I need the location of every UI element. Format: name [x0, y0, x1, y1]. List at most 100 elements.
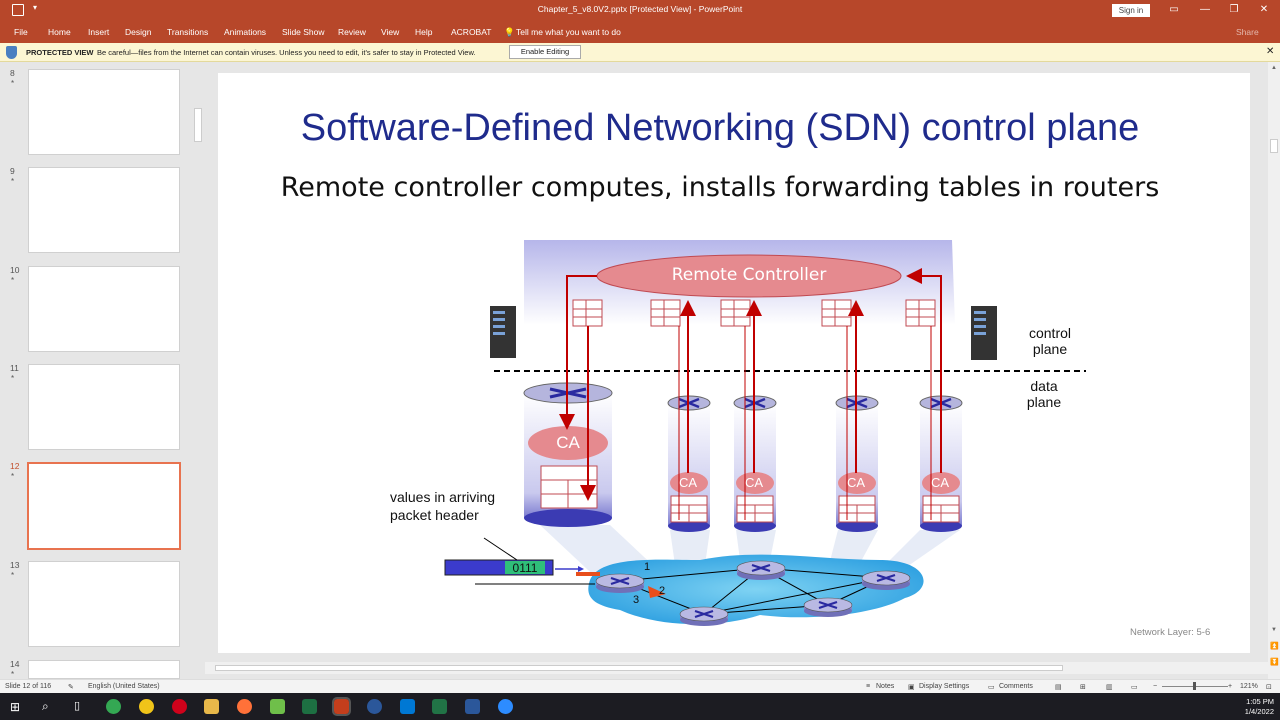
app-icon[interactable] — [400, 699, 415, 714]
arriving-line: packet header — [390, 507, 479, 523]
slide-sorter-icon[interactable]: ⊞ — [1080, 684, 1086, 691]
reading-view-icon[interactable]: ▥ — [1106, 684, 1113, 691]
data-plane-line: data — [1030, 378, 1058, 394]
port-label: 3 — [633, 594, 640, 606]
ribbon-display-options-icon[interactable]: ▭ — [1169, 4, 1179, 15]
excel-icon[interactable] — [432, 699, 447, 714]
clock-time: 1:05 PM — [1246, 697, 1274, 706]
tab-slide-show[interactable]: Slide Show — [282, 27, 325, 37]
tab-home[interactable]: Home — [48, 27, 71, 37]
app-icon[interactable] — [367, 699, 382, 714]
customize-qat-icon[interactable]: ▾ — [33, 3, 38, 12]
file-explorer-icon[interactable] — [204, 699, 219, 714]
taskbar: ⊞ ⌕ ▯ 1:05 PM 1/4/2022 — [0, 693, 1280, 720]
slide-thumbnail-active[interactable] — [27, 462, 181, 550]
sign-in-button[interactable]: Sign in — [1112, 4, 1150, 17]
restore-icon[interactable]: ❐ — [1229, 4, 1239, 15]
thumbnail-scrollbar[interactable] — [192, 62, 204, 679]
previous-slide-icon[interactable]: ⏫ — [1270, 643, 1279, 650]
slide-thumbnail[interactable] — [28, 660, 180, 679]
notes-icon: ≡ — [866, 683, 871, 690]
windows-start-icon[interactable]: ⊞ — [10, 700, 21, 714]
search-icon[interactable]: ⌕ — [42, 699, 49, 713]
slide-footer: Network Layer: 5-6 — [1130, 627, 1211, 638]
slide-thumbnail[interactable] — [28, 561, 180, 647]
thumb-number: 10 — [10, 265, 20, 275]
spelling-icon[interactable]: ✎ — [68, 684, 74, 691]
tell-me-search[interactable]: Tell me what you want to do — [516, 27, 621, 37]
zoom-in-icon[interactable]: + — [1228, 683, 1233, 690]
close-window-icon[interactable]: ✕ — [1259, 4, 1269, 15]
slide-thumbnail[interactable] — [28, 266, 180, 352]
tab-animations[interactable]: Animations — [224, 27, 267, 37]
opera-icon[interactable] — [172, 699, 187, 714]
scroll-thumb[interactable] — [1270, 139, 1278, 153]
protected-view-message: Be careful—files from the Internet can c… — [97, 48, 476, 57]
animation-star-icon: * — [11, 571, 15, 580]
powerpoint-icon[interactable] — [332, 697, 351, 716]
share-button[interactable]: Share — [1236, 27, 1259, 37]
control-plane-line: control — [1028, 325, 1072, 341]
slide-title: Software-Defined Networking (SDN) contro… — [300, 107, 1140, 149]
next-slide-icon[interactable]: ⏬ — [1270, 659, 1279, 666]
slide-thumbnail-pane: 8 * 9 * 10 * 11 * 12 * 13 * 14 * — [0, 62, 205, 679]
tab-transitions[interactable]: Transitions — [167, 27, 209, 37]
animation-star-icon: * — [11, 670, 15, 679]
tab-review[interactable]: Review — [338, 27, 366, 37]
enable-editing-button[interactable]: Enable Editing — [509, 45, 581, 59]
save-icon[interactable] — [12, 4, 24, 16]
network-router-icon — [861, 570, 911, 590]
protected-view-label: PROTECTED VIEW — [26, 48, 94, 57]
tab-design[interactable]: Design — [125, 27, 152, 37]
tab-insert[interactable]: Insert — [88, 27, 110, 37]
port-label: 2 — [659, 585, 666, 597]
animation-star-icon: * — [11, 79, 15, 88]
chrome-icon[interactable] — [106, 699, 121, 714]
scroll-thumb[interactable] — [215, 665, 1063, 671]
scroll-up-icon[interactable]: ▲ — [1271, 65, 1277, 71]
system-clock[interactable]: 1:05 PM 1/4/2022 — [1232, 697, 1274, 717]
slide-thumbnail[interactable] — [28, 364, 180, 450]
tab-help[interactable]: Help — [415, 27, 433, 37]
comments-icon: ▭ — [988, 684, 995, 691]
tab-acrobat[interactable]: ACROBAT — [451, 27, 492, 37]
title-bar: ▾ Chapter_5_v8.0V2.pptx [Protected View]… — [0, 0, 1280, 22]
packet-value: 0111 — [512, 561, 538, 575]
thumb-number: 8 — [10, 68, 15, 78]
language-indicator[interactable]: English (United States) — [88, 683, 160, 690]
firefox-icon[interactable] — [237, 699, 252, 714]
display-settings-button[interactable]: Display Settings — [919, 683, 970, 690]
excel-icon[interactable] — [302, 699, 317, 714]
notes-button[interactable]: Notes — [876, 683, 895, 690]
network-router-icon — [803, 597, 853, 617]
slide-thumbnail[interactable] — [28, 69, 180, 155]
thumb-number: 11 — [10, 363, 19, 373]
control-plane-label: control plane — [1022, 325, 1078, 357]
close-bar-icon[interactable]: ✕ — [1266, 46, 1275, 57]
scroll-down-icon[interactable]: ▼ — [1271, 627, 1277, 633]
network-router-icon — [595, 573, 645, 593]
slide-show-icon[interactable]: ▭ — [1131, 684, 1138, 691]
ribbon-tabs: File Home Insert Design Transitions Anim… — [0, 22, 1280, 43]
notepad-icon[interactable] — [270, 699, 285, 714]
word-icon[interactable] — [465, 699, 480, 714]
normal-view-icon[interactable]: ▤ — [1055, 684, 1062, 691]
zoom-level[interactable]: 121% — [1240, 683, 1258, 690]
tab-file[interactable]: File — [14, 27, 28, 37]
zoom-app-icon[interactable] — [498, 699, 513, 714]
vertical-scrollbar[interactable]: ▲ ▼ ⏫ ⏬ — [1268, 62, 1280, 679]
slide-thumbnail[interactable] — [28, 167, 180, 253]
horizontal-scrollbar[interactable] — [205, 662, 1268, 674]
zoom-slider-thumb[interactable] — [1193, 682, 1196, 690]
scroll-thumb[interactable] — [194, 108, 202, 142]
window-title: Chapter_5_v8.0V2.pptx [Protected View] -… — [537, 4, 743, 14]
browser-icon[interactable] — [139, 699, 154, 714]
comments-button[interactable]: Comments — [999, 683, 1033, 690]
zoom-out-icon[interactable]: − — [1153, 683, 1158, 690]
data-plane-label: data plane — [1016, 378, 1072, 410]
tab-view[interactable]: View — [381, 27, 400, 37]
thumb-number: 13 — [10, 560, 20, 570]
task-view-icon[interactable]: ▯ — [74, 700, 81, 712]
fit-slide-icon[interactable]: ⊡ — [1266, 684, 1272, 691]
minimize-icon[interactable]: — — [1200, 4, 1210, 15]
